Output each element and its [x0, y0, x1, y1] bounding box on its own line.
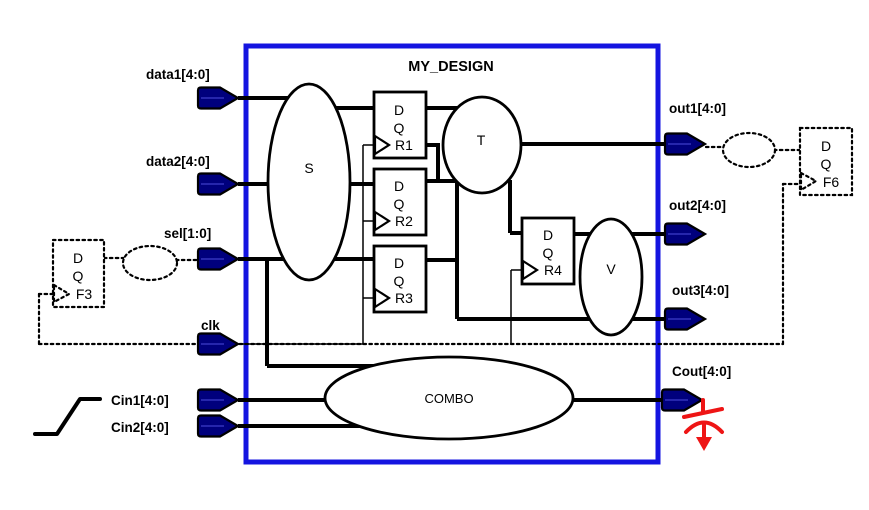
- flop-r2[interactable]: [372, 167, 428, 237]
- cloud-label-t: T: [477, 132, 486, 148]
- output-port-out2[interactable]: [663, 222, 708, 246]
- flop-r1[interactable]: [372, 90, 428, 160]
- r1-d-pin: D: [394, 102, 404, 118]
- external-flop-f6[interactable]: [798, 126, 854, 197]
- r1-name: R1: [395, 137, 413, 153]
- port-label-out2: out2[4:0]: [669, 198, 726, 213]
- logic-cloud-t[interactable]: [441, 95, 523, 195]
- r4-q-pin: Q: [543, 245, 554, 261]
- input-port-data2[interactable]: [196, 172, 241, 196]
- port-label-out1: out1[4:0]: [669, 101, 726, 116]
- port-label-sel: sel[1:0]: [164, 226, 211, 241]
- r2-name: R2: [395, 213, 413, 229]
- clock-pin-icon: [373, 286, 392, 310]
- input-port-data1[interactable]: [196, 86, 241, 110]
- logic-cloud-v[interactable]: [578, 217, 644, 337]
- f6-q-pin: Q: [821, 156, 832, 172]
- port-label-out3: out3[4:0]: [672, 283, 729, 298]
- flop-r3[interactable]: [372, 244, 428, 314]
- clock-pin-icon: [52, 283, 72, 304]
- logic-cloud-s[interactable]: [266, 82, 352, 282]
- external-logic-bubble-left[interactable]: [121, 244, 179, 282]
- clock-pin-icon: [373, 209, 392, 233]
- output-port-out3[interactable]: [663, 307, 708, 331]
- r2-d-pin: D: [394, 178, 404, 194]
- cloud-label-combo: COMBO: [424, 391, 473, 406]
- port-label-cout: Cout[4:0]: [672, 364, 731, 379]
- external-flop-f3[interactable]: [51, 238, 106, 309]
- input-port-clk[interactable]: [196, 332, 241, 356]
- design-boundary-box: [243, 43, 661, 465]
- r3-name: R3: [395, 290, 413, 306]
- r2-q-pin: Q: [394, 196, 405, 212]
- port-label-clk: clk: [201, 318, 220, 333]
- clock-pin-icon: [799, 171, 819, 192]
- port-label-data2: data2[4:0]: [146, 154, 210, 169]
- load-capacitance-icon: [682, 398, 724, 451]
- output-port-cout[interactable]: [660, 388, 705, 412]
- clock-pin-icon: [521, 258, 540, 282]
- f6-name: F6: [823, 174, 840, 190]
- input-port-cin1[interactable]: [196, 388, 241, 412]
- clock-pin-icon: [373, 133, 392, 157]
- port-label-cin1: Cin1[4:0]: [111, 393, 169, 408]
- f3-d-pin: D: [73, 250, 83, 266]
- input-port-cin2[interactable]: [196, 414, 241, 438]
- r4-d-pin: D: [543, 227, 553, 243]
- input-slew-icon: [33, 397, 102, 436]
- r3-d-pin: D: [394, 255, 404, 271]
- f3-q-pin: Q: [73, 268, 84, 284]
- design-title: MY_DESIGN: [408, 59, 493, 75]
- port-label-data1: data1[4:0]: [146, 67, 210, 82]
- cloud-label-v: V: [606, 261, 616, 277]
- external-logic-bubble-right[interactable]: [721, 131, 777, 169]
- port-label-cin2: Cin2[4:0]: [111, 420, 169, 435]
- logic-cloud-combo[interactable]: [323, 355, 575, 441]
- cloud-label-s: S: [304, 160, 313, 176]
- input-port-sel[interactable]: [196, 247, 241, 271]
- dotted-clock-net: [37, 145, 803, 346]
- r1-q-pin: Q: [394, 120, 405, 136]
- r4-name: R4: [544, 262, 562, 278]
- load-arrowhead: [696, 437, 712, 451]
- f3-name: F3: [76, 286, 93, 302]
- r3-q-pin: Q: [394, 273, 405, 289]
- output-port-out1[interactable]: [663, 132, 708, 156]
- f6-d-pin: D: [821, 138, 831, 154]
- flop-r4[interactable]: [520, 216, 576, 286]
